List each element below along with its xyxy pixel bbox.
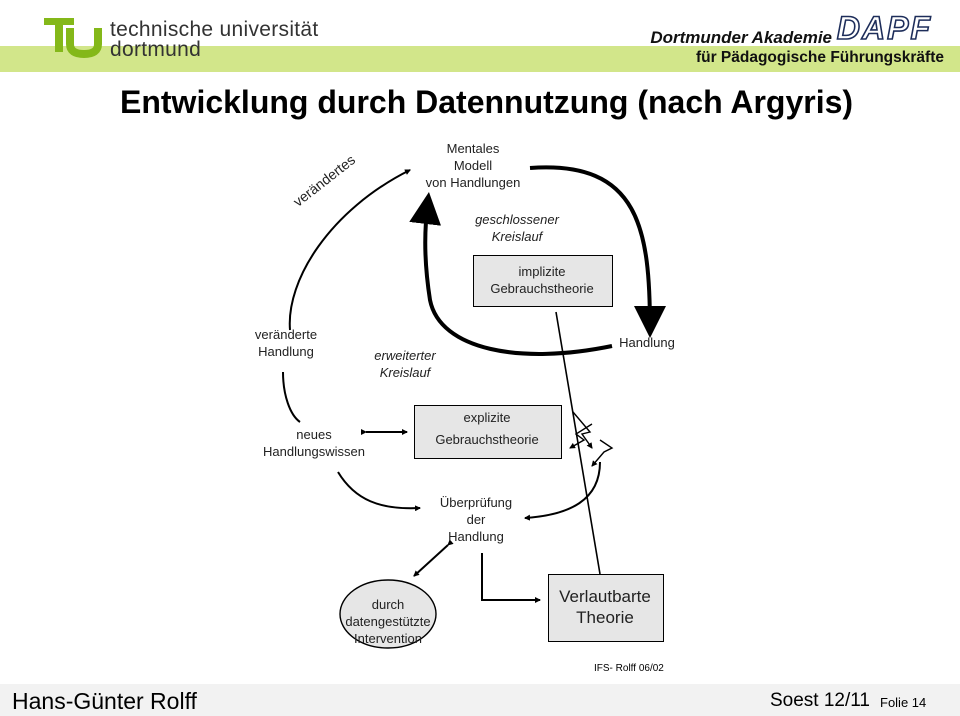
explizite-label: explizite Gebrauchstheorie xyxy=(435,410,539,447)
durch-label: durch datengestützte Intervention xyxy=(345,597,431,646)
header-bar: technische universität dortmund Dortmund… xyxy=(0,0,960,76)
extended-loop-arc-left xyxy=(288,169,411,331)
dapf-logo: DAPF xyxy=(836,9,932,47)
tu-logo-line2: dortmund xyxy=(110,38,202,61)
verlautbarte-box xyxy=(548,574,664,642)
explizite-box xyxy=(414,405,562,459)
tu-logo-icon xyxy=(44,18,102,58)
erweiterter-kreislauf-label: erweiterter Kreislauf xyxy=(374,348,436,380)
lightning-arrow-3 xyxy=(591,439,614,467)
tu-logo-text: technische universität dortmund xyxy=(110,18,319,61)
mentales-modell-label: Mentales Modell von Handlungen xyxy=(425,141,521,190)
footer-bar xyxy=(0,684,960,716)
elbow-arrow xyxy=(481,553,541,603)
akademie-name: Dortmunder Akademie xyxy=(650,28,832,47)
header-accent-band xyxy=(0,46,960,72)
closed-loop-down-arrow xyxy=(529,165,666,338)
tu-logo-line1: technische universität xyxy=(110,18,319,41)
implizite-box xyxy=(473,255,613,307)
lightning-arrow-2 xyxy=(569,423,593,449)
slide-number: Folie 14 xyxy=(880,695,927,710)
verlautbarte-label: Verlautbarte Theorie xyxy=(559,587,651,627)
lightning-arrow-1 xyxy=(572,411,593,449)
handlung-to-neues-line xyxy=(282,371,301,423)
page-title: Entwicklung durch Datennutzung (nach Arg… xyxy=(120,84,854,120)
geschlossener-kreislauf-label: geschlossener Kreislauf xyxy=(475,212,559,244)
handlung-label: Handlung xyxy=(619,335,675,350)
right-to-ueberpruefung-arrow xyxy=(524,461,601,521)
ueberpruefung-label: Überprüfung der Handlung xyxy=(439,495,513,544)
akademie-subtitle: für Pädagogische Führungskräfte xyxy=(695,49,944,66)
neues-to-ueberpruefung-arrow xyxy=(337,471,421,512)
soest-label: Soest 12/11 xyxy=(770,690,871,711)
ifs-note: IFS- Rolff 06/02 xyxy=(594,663,664,674)
ueberpruefung-durch-double-arrow xyxy=(413,539,454,577)
implizite-label: implizite Gebrauchstheorie xyxy=(490,264,594,296)
closed-loop-up-arrow xyxy=(409,192,613,356)
author-name: Hans-Günter Rolff xyxy=(12,688,197,714)
veraenderte-handlung-label: veränderte Handlung xyxy=(254,327,318,359)
durch-ellipse xyxy=(339,579,437,649)
neues-handlungswissen-label: neues Handlungswissen xyxy=(263,427,365,459)
